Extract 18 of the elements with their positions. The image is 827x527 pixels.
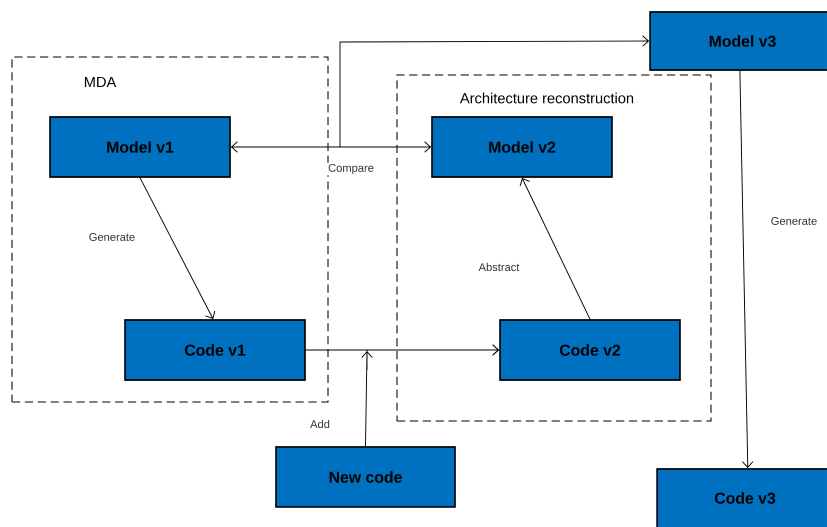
arrow	[230, 141, 432, 153]
process-box: Code v3	[656, 468, 827, 527]
process-box: Model v2	[431, 116, 613, 178]
edge-label: Generate	[88, 232, 136, 242]
arrow	[520, 178, 590, 320]
process-box: Model v3	[649, 11, 827, 71]
process-box: Code v2	[499, 319, 681, 381]
edge-label: Abstract	[477, 262, 521, 272]
edge-label: Compare	[326, 162, 376, 176]
process-box: New code	[275, 446, 456, 508]
arrow	[140, 177, 216, 320]
arrow	[361, 344, 500, 447]
process-box: Code v1	[124, 319, 306, 381]
edge-label: Generate	[770, 216, 818, 226]
arrow	[230, 35, 650, 148]
arrow	[739, 70, 754, 468]
process-box: Model v1	[49, 116, 231, 178]
edge-label: Add	[308, 418, 332, 430]
